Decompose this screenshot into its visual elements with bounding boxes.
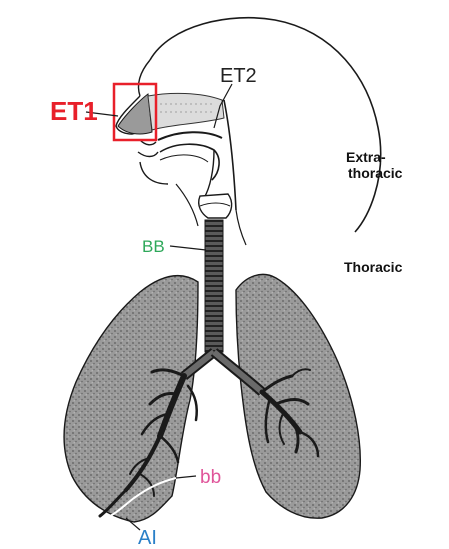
extrathoracic-label-line2: thoracic	[348, 166, 402, 180]
et1-label: ET1	[50, 98, 98, 124]
bb-small-leader	[176, 476, 196, 478]
lips	[138, 140, 158, 157]
larynx	[199, 194, 232, 218]
bb-label: BB	[142, 238, 165, 255]
bb-small-label: bb	[200, 468, 221, 487]
head-outline	[150, 18, 381, 232]
palate	[158, 132, 222, 140]
face-forehead	[138, 60, 150, 96]
bb-leader	[170, 246, 206, 250]
thoracic-label: Thoracic	[344, 260, 402, 274]
extrathoracic-label-line1: Extra-	[346, 150, 386, 164]
ai-label: AI	[138, 528, 157, 548]
chin	[140, 162, 168, 184]
left-lung	[236, 274, 360, 518]
neck-back	[236, 210, 246, 245]
pharynx-front	[204, 150, 214, 198]
neck-front	[176, 184, 198, 226]
trachea	[205, 220, 223, 352]
tongue	[160, 144, 219, 180]
et2-label: ET2	[220, 66, 257, 86]
